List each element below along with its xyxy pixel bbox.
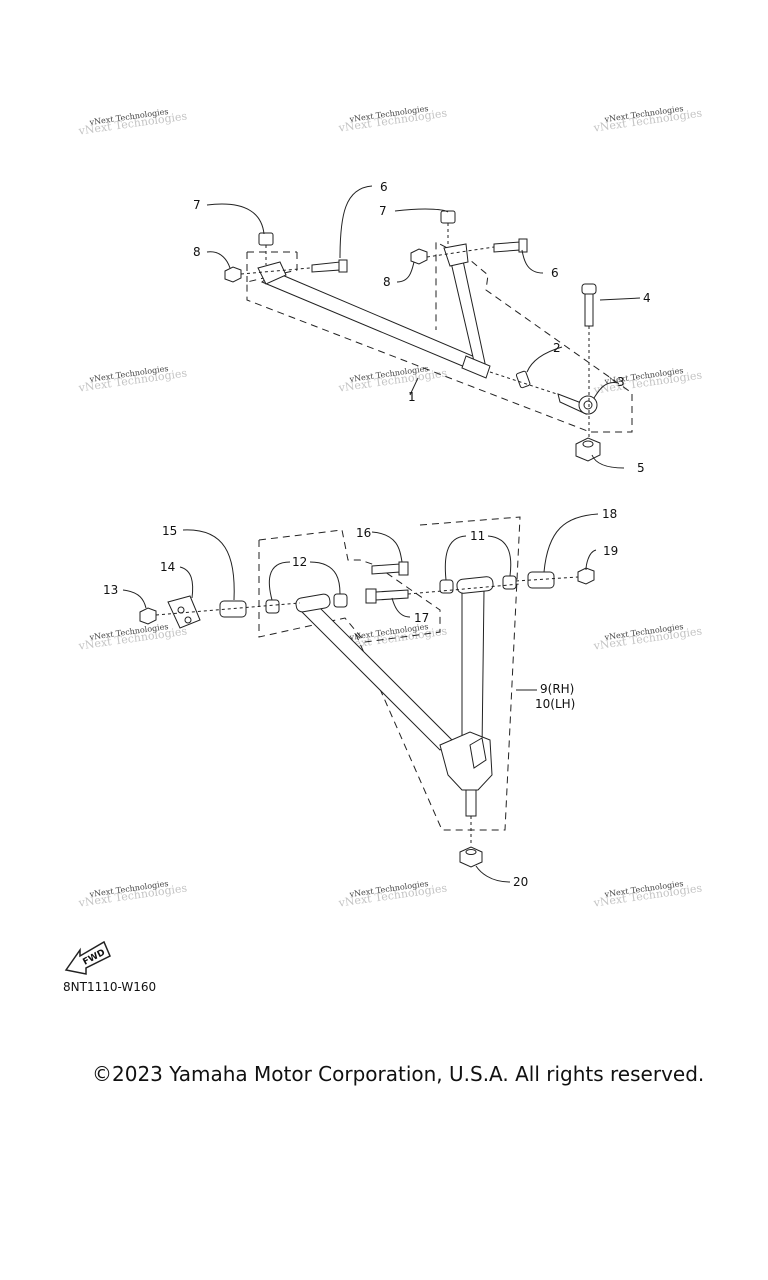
callout-17: 17 xyxy=(414,611,429,625)
bracket-14 xyxy=(167,595,201,629)
bushing-7-front xyxy=(258,232,274,246)
nut-5 xyxy=(575,437,601,462)
bolt-6-rear-head xyxy=(518,238,528,253)
callout-8-right: 8 xyxy=(383,275,391,289)
callout-7-right: 7 xyxy=(379,204,387,218)
watermark: vNext Technologies vNext Technologies xyxy=(337,104,448,135)
bolt-17-head xyxy=(365,588,377,604)
bolt-6-front-head xyxy=(338,259,348,273)
watermark: vNext Technologies vNext Technologies xyxy=(77,622,188,653)
callouts: 1 2 3 4 5 6 6 7 7 8 8 9(RH) 10(LH) 11 12… xyxy=(103,180,651,889)
callout-13: 13 xyxy=(103,583,118,597)
collar-2 xyxy=(515,370,531,389)
callout-11: 11 xyxy=(470,529,485,543)
bolt-6-rear xyxy=(493,241,521,253)
nut-13 xyxy=(139,607,157,625)
nut-8-front xyxy=(224,266,242,283)
callout-10: 10(LH) xyxy=(535,697,575,711)
bushing-7-rear xyxy=(440,210,456,224)
collar-18 xyxy=(527,571,555,589)
copyright-notice: ©2023 Yamaha Motor Corporation, U.S.A. A… xyxy=(92,1062,705,1086)
watermark: vNext Technologies vNext Technologies xyxy=(77,879,188,910)
watermarks: vNext Technologies vNext Technologies vN… xyxy=(77,104,703,910)
bushing-12-rear xyxy=(333,593,348,608)
lower-ball-stud xyxy=(465,789,477,817)
bolt-4-shaft xyxy=(584,293,594,327)
bushing-11-front xyxy=(439,579,454,594)
upper-arm-front-tube xyxy=(261,271,483,371)
callout-16: 16 xyxy=(356,526,371,540)
watermark: vNext Technologies vNext Technologies xyxy=(592,879,703,910)
callout-7-left: 7 xyxy=(193,198,201,212)
upper-arm-rear-bracket xyxy=(443,243,469,267)
bolt-17 xyxy=(375,589,409,601)
callout-19: 19 xyxy=(603,544,618,558)
callout-8-left: 8 xyxy=(193,245,201,259)
upper-arm-front-bracket xyxy=(257,261,287,285)
watermark: vNext Technologies vNext Technologies xyxy=(77,107,188,138)
callout-6-top: 6 xyxy=(380,180,388,194)
callout-4: 4 xyxy=(643,291,651,305)
watermark: vNext Technologies vNext Technologies xyxy=(592,622,703,653)
nut-19 xyxy=(577,567,595,585)
callout-12: 12 xyxy=(292,555,307,569)
fwd-arrow-icon: FWD xyxy=(64,940,111,975)
lower-arm-dashed-outline-right xyxy=(353,516,521,831)
callout-6-right: 6 xyxy=(551,266,559,280)
bushing-11-rear xyxy=(502,575,517,590)
nut-8-rear xyxy=(410,248,428,265)
upper-arm-assembly xyxy=(224,210,633,462)
lower-arm-rear-pivot xyxy=(456,576,494,594)
leader-lines xyxy=(122,185,641,883)
upper-arm-sleeve xyxy=(461,355,491,379)
callout-20: 20 xyxy=(513,875,528,889)
callout-15: 15 xyxy=(162,524,177,538)
callout-14: 14 xyxy=(160,560,175,574)
lower-arm-dashed-outline xyxy=(258,529,441,643)
callout-5: 5 xyxy=(637,461,645,475)
watermark: vNext Technologies vNext Technologies xyxy=(592,104,703,135)
bolt-6-front xyxy=(311,261,341,273)
lower-arm-front-pivot xyxy=(295,593,331,613)
bolt-16 xyxy=(371,563,401,575)
watermark: vNext Technologies vNext Technologies xyxy=(592,366,703,397)
callout-1: 1 xyxy=(408,390,416,404)
callout-18: 18 xyxy=(602,507,617,521)
watermark: vNext Technologies vNext Technologies xyxy=(77,364,188,395)
callout-9: 9(RH) xyxy=(540,682,574,696)
bushing-12-front xyxy=(265,599,280,614)
watermark: vNext Technologies vNext Technologies xyxy=(337,879,448,910)
lower-arm-assembly xyxy=(139,516,595,868)
watermark: vNext Technologies vNext Technologies xyxy=(337,364,448,395)
lower-arm-rear-tube xyxy=(461,589,485,751)
diagram-code: 8NT1110-W160 xyxy=(63,980,157,994)
callout-3: 3 xyxy=(617,375,625,389)
callout-2: 2 xyxy=(553,341,561,355)
collar-15 xyxy=(219,600,247,618)
bolt-4-head xyxy=(581,283,597,295)
bolt-16-head xyxy=(398,561,409,576)
